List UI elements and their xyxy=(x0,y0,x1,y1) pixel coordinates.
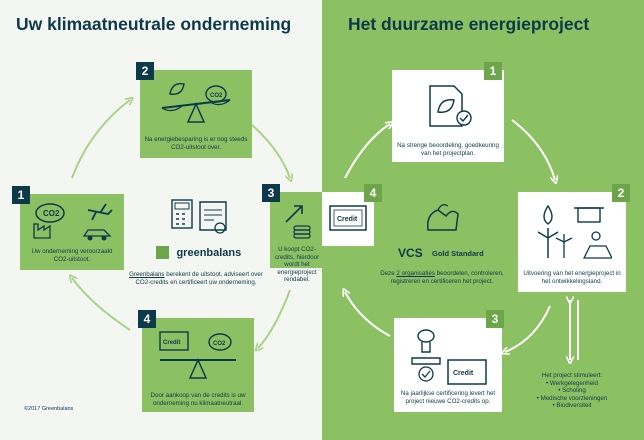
right-center-text: Deze 2 organisaties beoordelen, controle… xyxy=(380,270,504,285)
arrow-r1-to-2 xyxy=(511,119,555,180)
arrow-4-to-1 xyxy=(72,278,131,331)
arrow-r2-to-3 xyxy=(505,305,551,352)
left-step-1-number: 1 xyxy=(12,186,30,204)
greenbalans-link[interactable]: Greenbalans xyxy=(129,271,165,278)
greenbalans-logo: greenbalans xyxy=(156,244,256,260)
benefit-item: • Werkgelegenheid xyxy=(546,379,598,387)
copyright: ©2017 Greenbalans xyxy=(24,406,74,412)
gold-standard-logo: Gold Standard xyxy=(432,249,484,258)
scale-leaf-co2-icon: CO2 xyxy=(161,83,231,123)
left-step-1-caption: Uw onderneming veroorzaakt CO2-uitstoot. xyxy=(31,248,113,263)
left-step-3-caption: U koopt CO2-credits, hierdoor wordt het … xyxy=(274,246,320,284)
svg-text:CO2: CO2 xyxy=(213,341,226,347)
arrow-3-to-4 xyxy=(258,289,291,348)
svg-text:Credit: Credit xyxy=(337,216,358,223)
right-step-3-number: 3 xyxy=(486,310,504,328)
right-step-4-number: 4 xyxy=(364,184,382,202)
left-step-2-caption: Na energiebesparing is er nog steeds CO2… xyxy=(144,136,248,151)
energy-sources-icon xyxy=(537,204,612,259)
right-step-1-number: 1 xyxy=(484,62,502,80)
left-step-4-number: 4 xyxy=(138,310,156,328)
greenbalans-logo-text: greenbalans xyxy=(176,246,242,259)
right-step-2-caption: Uitvoering van het energieproject in het… xyxy=(523,270,621,285)
benefits-heading: Het project stimuleert: xyxy=(541,372,603,379)
benefits-list: Het project stimuleert: • Werkgelegenhei… xyxy=(522,372,622,410)
left-center-text: Greenbalans berekent de uitstoot, advise… xyxy=(129,271,263,286)
left-step-4-caption: Door aankoop van de credits is uw ondern… xyxy=(150,392,246,407)
arrow-2-to-3 xyxy=(251,124,290,178)
left-title: Uw klimaatneutrale onderneming xyxy=(16,14,292,34)
right-step-1-caption: Na strenge beoordeling, goedkeuring van … xyxy=(397,142,499,157)
right-step-3: Credit Na jaarlijkse certificering lever… xyxy=(394,318,502,412)
left-step-4: Credit CO2 Door aankoop van de credits i… xyxy=(142,318,254,412)
right-step-1: Na strenge beoordeling, goedkeuring van … xyxy=(392,70,504,162)
benefit-item: • Scholing xyxy=(558,387,586,395)
coins-arrow-icon xyxy=(285,205,311,239)
greenbalans-logo-mark xyxy=(156,246,169,260)
benefit-item: • Medische voorzieningen xyxy=(536,394,608,402)
stamp-credit-icon: Credit xyxy=(411,329,487,385)
svg-text:CO2: CO2 xyxy=(43,209,60,218)
calculator-certificate-icon xyxy=(171,199,227,234)
left-step-1: CO2 Uw onderneming veroorzaakt CO2-uitst… xyxy=(20,194,124,270)
vcs-logo: VCS xyxy=(398,246,423,260)
svg-text:Credit: Credit xyxy=(453,370,474,377)
right-step-2-number: 2 xyxy=(612,184,630,202)
right-step-3-caption: Na jaarlijkse certificering levert het p… xyxy=(400,390,496,405)
factory-plane-car-icon: CO2 xyxy=(33,203,113,241)
left-step-2: CO2 Na energiebesparing is er nog steeds… xyxy=(140,70,252,158)
organisations-link[interactable]: 2 organisaties xyxy=(396,270,435,277)
credit-certificate-icon: Credit xyxy=(329,205,367,231)
left-step-3-number: 3 xyxy=(262,184,280,202)
right-title: Het duurzame energieproject xyxy=(348,14,590,34)
arrow-r4-to-1 xyxy=(344,124,390,179)
svg-text:Credit: Credit xyxy=(163,340,180,346)
left-step-2-number: 2 xyxy=(136,62,154,80)
svg-text:CO2: CO2 xyxy=(210,93,223,99)
arrow-1-to-2 xyxy=(71,100,130,179)
document-leaf-check-icon xyxy=(429,85,472,127)
hands-leaf-icon xyxy=(426,204,459,231)
right-step-2: Uitvoering van het energieproject in het… xyxy=(518,192,626,292)
arrow-r3-to-4 xyxy=(345,292,391,337)
scale-credit-co2-icon: Credit CO2 xyxy=(159,331,236,379)
benefit-item: • Biodiversiteit xyxy=(552,402,592,410)
